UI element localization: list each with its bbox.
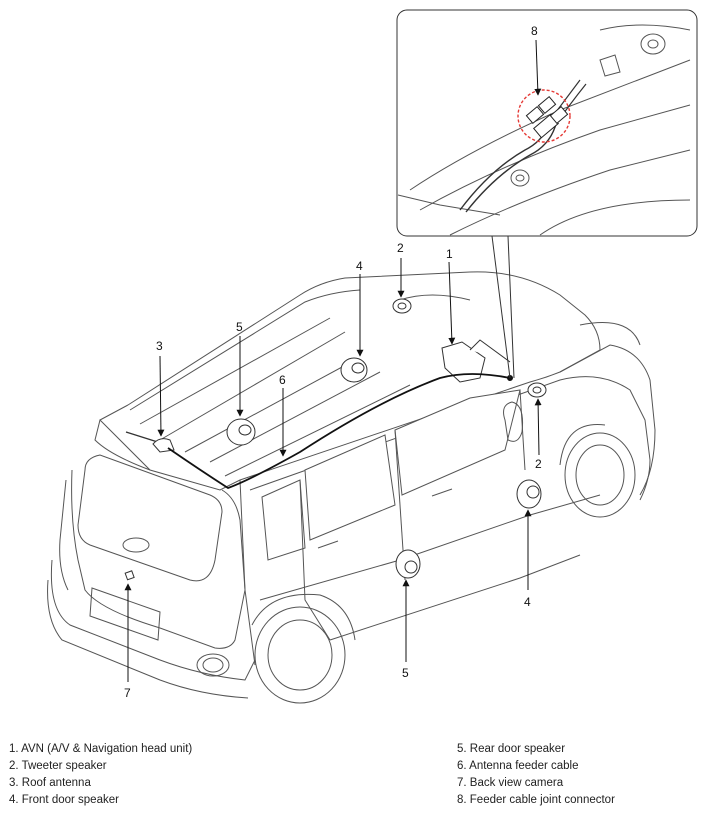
rear-door-speaker-bottom bbox=[395, 549, 421, 579]
joint-connector-highlight bbox=[517, 89, 571, 143]
legend-item: 2. Tweeter speaker bbox=[9, 760, 107, 772]
detail-inset bbox=[396, 9, 698, 237]
callout-5-top: 5 bbox=[236, 320, 243, 334]
callout-3: 3 bbox=[156, 339, 163, 353]
legend-item: 3. Roof antenna bbox=[9, 777, 91, 789]
legend-item: 5. Rear door speaker bbox=[457, 743, 566, 755]
vehicle-outline bbox=[47, 271, 656, 704]
tweeter-speaker-right bbox=[527, 382, 547, 398]
component-location-diagram: 8 1 2 2 4 4 5 5 3 6 7 bbox=[47, 9, 698, 704]
callout-4-bottom: 4 bbox=[524, 595, 531, 609]
legend-item: 1. AVN (A/V & Navigation head unit) bbox=[9, 743, 193, 755]
front-door-speaker-top bbox=[340, 357, 368, 383]
back-view-camera bbox=[124, 570, 135, 581]
callout-4-top: 4 bbox=[356, 259, 363, 273]
legend-left: 1. AVN (A/V & Navigation head unit) 2. T… bbox=[9, 741, 192, 809]
tweeter-speaker-top bbox=[392, 298, 412, 314]
legend-item: 4. Front door speaker bbox=[9, 794, 119, 806]
feeder-cable-joint-connector bbox=[525, 95, 569, 139]
callout-6: 6 bbox=[279, 373, 286, 387]
callout-7: 7 bbox=[124, 686, 131, 700]
avn-head-unit bbox=[441, 339, 511, 383]
callout-2-right: 2 bbox=[535, 457, 542, 471]
legend-item: 7. Back view camera bbox=[457, 777, 564, 789]
rear-door-speaker-top bbox=[226, 418, 256, 446]
detail-leader-lines bbox=[491, 235, 515, 379]
legend-item: 6. Antenna feeder cable bbox=[457, 760, 579, 772]
callout-8: 8 bbox=[531, 24, 538, 38]
antenna-feeder-cable bbox=[167, 373, 511, 489]
front-door-speaker-bottom bbox=[516, 479, 542, 509]
callout-5-bottom: 5 bbox=[402, 666, 409, 680]
callout-2-top: 2 bbox=[397, 241, 404, 255]
legend-item: 8. Feeder cable joint connector bbox=[457, 794, 615, 806]
callout-arrows bbox=[124, 39, 542, 682]
callout-1: 1 bbox=[446, 247, 453, 261]
legend-right: 5. Rear door speaker 6. Antenna feeder c… bbox=[457, 741, 615, 809]
